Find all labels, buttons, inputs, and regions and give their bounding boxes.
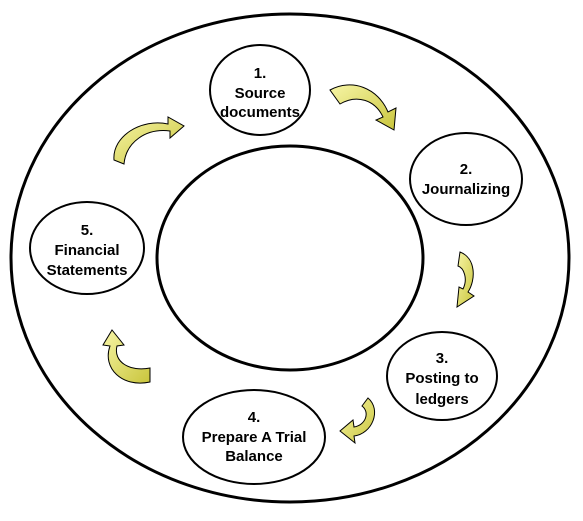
step-label: Posting to [405, 370, 478, 387]
step-number: 4. [248, 409, 261, 426]
outer-ring [9, 12, 571, 504]
step-bubble [409, 132, 523, 226]
step-label: Balance [225, 448, 283, 465]
step-number: 2. [460, 161, 473, 178]
step-node-3: 3. Posting to ledgers [386, 331, 498, 421]
inner-circle [155, 144, 425, 372]
step-label: Financial [54, 242, 119, 259]
step-label: ledgers [415, 391, 468, 408]
arrow-icon [456, 251, 475, 308]
step-node-2: 2. Journalizing [409, 132, 523, 226]
step-label: Prepare A Trial [202, 429, 307, 446]
step-bubble [29, 201, 145, 295]
step-label: documents [220, 104, 300, 121]
arrow-icon [339, 397, 375, 445]
step-bubble [209, 44, 311, 136]
step-node-5: 5. Financial Statements [29, 201, 145, 295]
step-node-4: 4. Prepare A Trial Balance [182, 389, 326, 485]
step-node-1: 1. Source documents [209, 44, 311, 136]
step-number: 1. [254, 65, 267, 82]
arrows [102, 84, 475, 445]
step-label: Statements [47, 262, 128, 279]
arrow-icon [113, 116, 185, 165]
step-bubble [386, 331, 498, 421]
step-number: 5. [81, 222, 94, 239]
step-label: Journalizing [422, 181, 510, 198]
step-number: 3. [436, 350, 449, 367]
arrow-icon [102, 329, 151, 384]
step-label: Source [235, 85, 286, 102]
step-bubble [182, 389, 326, 485]
arrow-icon [329, 84, 397, 131]
